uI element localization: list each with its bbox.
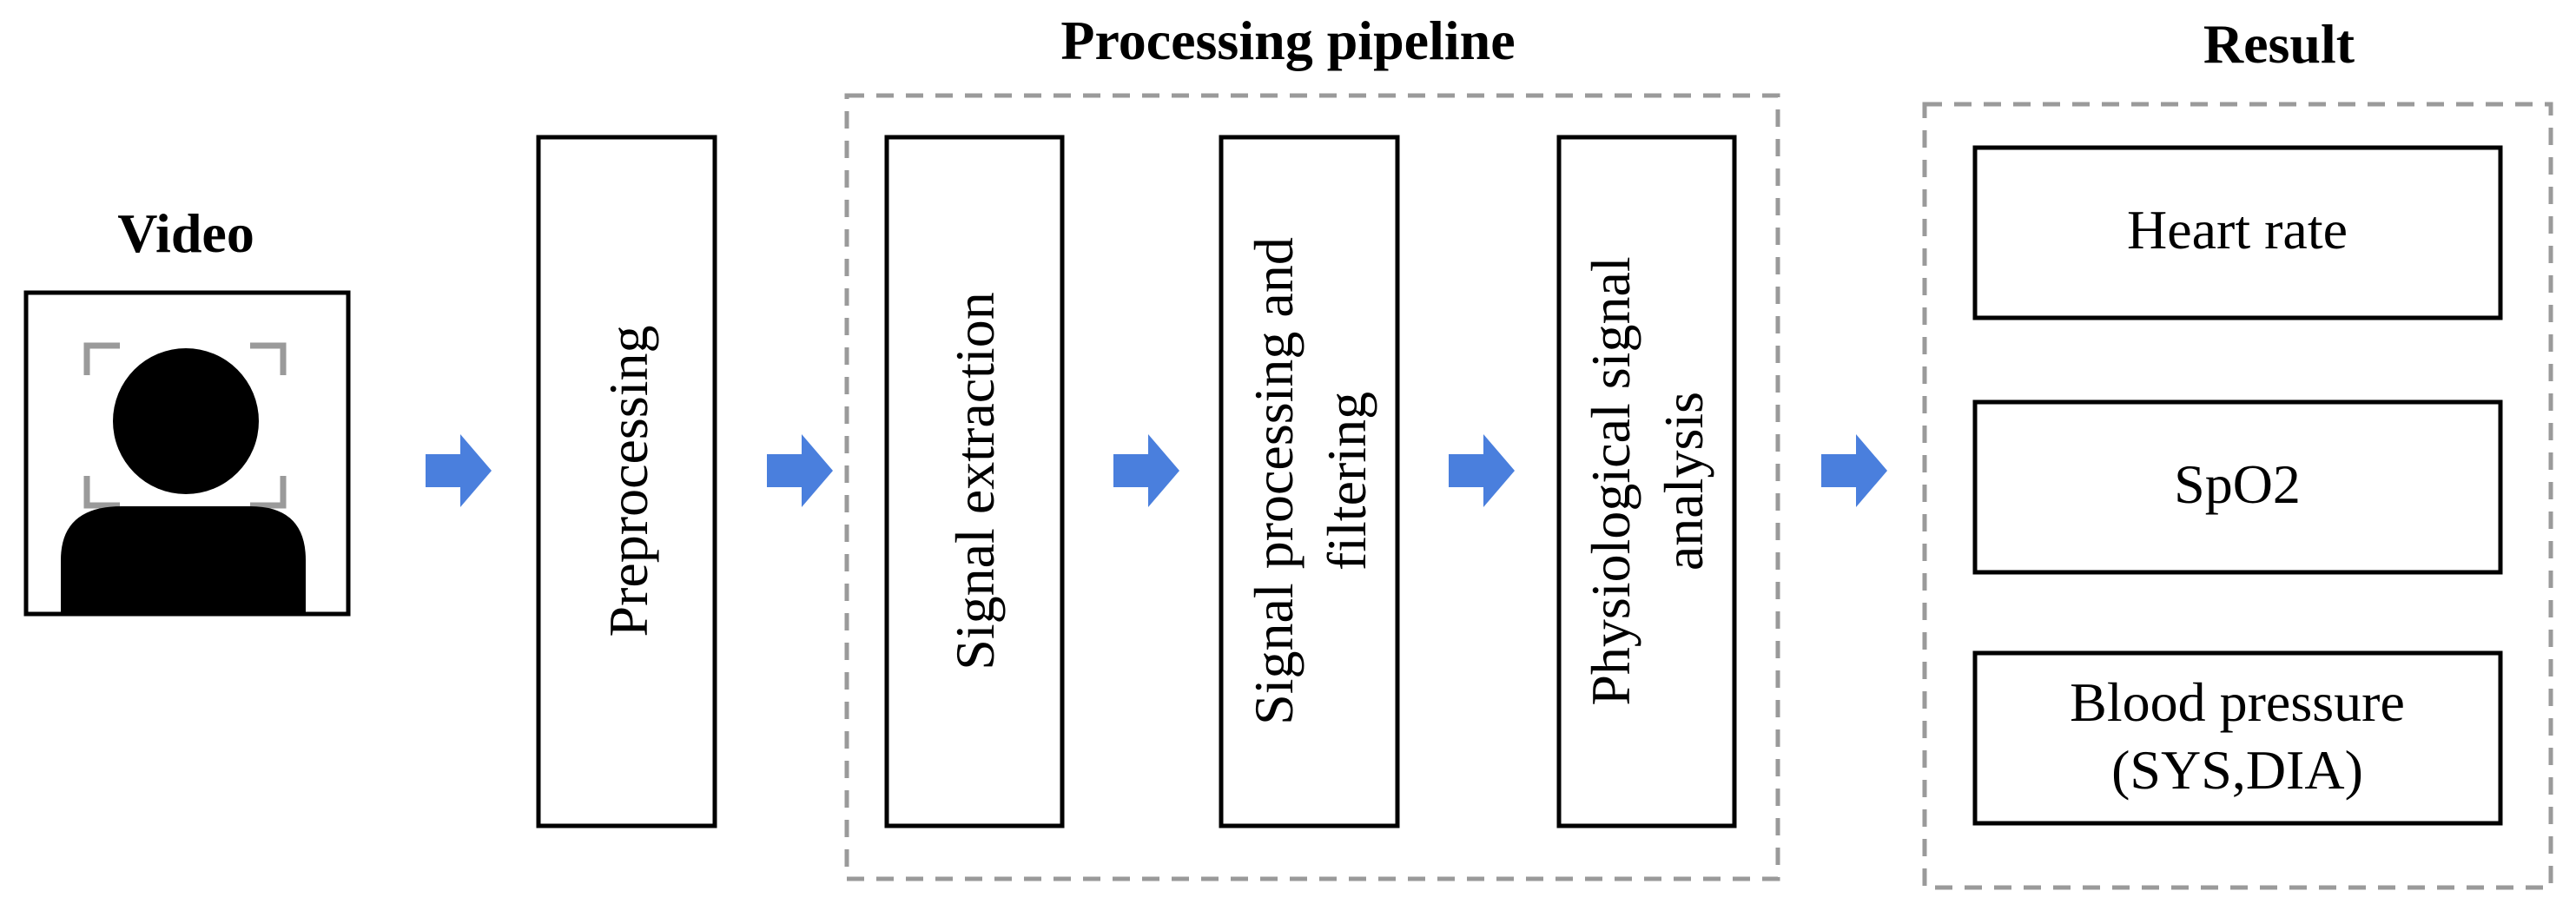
heart-rate-box: Heart rate [1972,145,2503,320]
physiological-analysis-box: Physiological signal analysis [1556,135,1737,828]
spo2-label: SpO2 [2174,453,2301,515]
signal-processing-box: Signal processing and filtering [1219,135,1400,828]
arrow-right-icon [1821,434,1887,507]
signal-extraction-label: Signal extraction [944,292,1006,670]
heart-rate-label: Heart rate [2127,199,2348,261]
arrow-right-icon [1113,434,1179,507]
signal-processing-label-line2: filtering [1316,392,1377,571]
video-frame [23,290,351,617]
face-frame-bracket-icon [83,342,287,509]
signal-processing-label-line1: Signal processing and [1243,237,1305,725]
person-silhouette-icon [61,342,306,614]
arrow-right-icon [767,434,833,507]
blood-pressure-label-line2: (SYS,DIA) [2111,739,2363,801]
physiological-analysis-label-line2: analysis [1653,392,1714,571]
physiological-analysis-label-line1: Physiological signal [1580,256,1641,705]
result-group [1922,102,2553,890]
blood-pressure-box: Blood pressure (SYS,DIA) [1972,650,2503,826]
processing-pipeline-title: Processing pipeline [1060,10,1515,71]
preprocessing-box: Preprocessing [536,135,717,828]
result-title: Result [2203,13,2355,75]
signal-extraction-box: Signal extraction [884,135,1065,828]
preprocessing-label: Preprocessing [598,325,659,637]
video-title: Video [117,202,254,264]
blood-pressure-label-line1: Blood pressure [2070,671,2405,733]
arrow-right-icon [426,434,492,507]
spo2-box: SpO2 [1972,399,2503,575]
arrow-right-icon [1449,434,1515,507]
